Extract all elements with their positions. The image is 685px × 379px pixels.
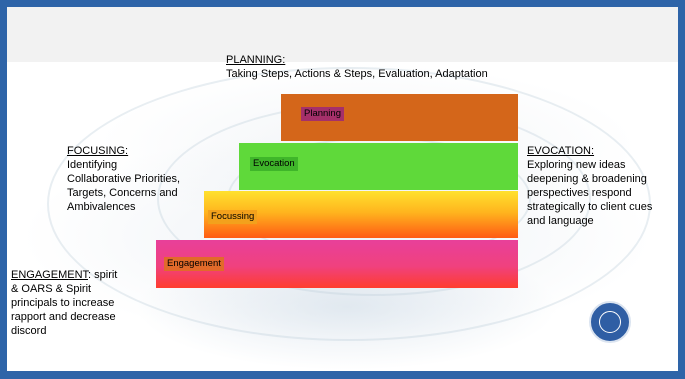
engagement-line: principals to increase — [11, 297, 115, 309]
evocation-line: perspectives respond — [527, 187, 632, 199]
focussing-step-label: Focussing — [208, 210, 258, 224]
engagement-heading-rest: : spirit — [88, 269, 118, 281]
planning-step: Planning — [281, 94, 518, 141]
planning-heading: PLANNING: — [226, 54, 286, 66]
engagement-text: ENGAGEMENT: spirit & OARS & Spirit princ… — [11, 268, 136, 338]
engagement-line: discord — [11, 325, 47, 337]
water-ripple — [47, 67, 651, 341]
focusing-line: Targets, Concerns and — [67, 187, 178, 199]
evocation-step: Evocation — [239, 143, 518, 190]
title-band — [7, 7, 678, 62]
engagement-step-label: Engagement — [164, 257, 224, 271]
university-seal-icon — [589, 301, 631, 343]
planning-step-label: Planning — [301, 107, 344, 121]
planning-text: PLANNING: Taking Steps, Actions & Steps,… — [226, 53, 556, 81]
engagement-heading-line: ENGAGEMENT: spirit — [11, 268, 136, 282]
engagement-heading: ENGAGEMENT — [11, 269, 89, 281]
focusing-text: FOCUSING: Identifying Collaborative Prio… — [67, 144, 207, 214]
engagement-line: & OARS & Spirit — [11, 283, 92, 295]
evocation-step-label: Evocation — [250, 157, 298, 171]
seal-inner-ring — [599, 311, 621, 333]
planning-description: Taking Steps, Actions & Steps, Evaluatio… — [226, 68, 488, 80]
evocation-heading: EVOCATION: — [527, 145, 595, 157]
engagement-line: rapport and decrease — [11, 311, 116, 323]
focusing-line: Identifying — [67, 159, 118, 171]
engagement-step: Engagement — [156, 240, 518, 288]
slide: PLANNING: Taking Steps, Actions & Steps,… — [7, 7, 678, 371]
focusing-line: Collaborative Priorities, — [67, 173, 181, 185]
evocation-line: Exploring new ideas — [527, 159, 626, 171]
focussing-step: Focussing — [204, 191, 518, 238]
evocation-text: EVOCATION: Exploring new ideas deepening… — [527, 144, 677, 228]
evocation-line: deepening & broadening — [527, 173, 647, 185]
focusing-line: Ambivalences — [67, 201, 136, 213]
evocation-line: and language — [527, 215, 594, 227]
focusing-heading: FOCUSING: — [67, 145, 129, 157]
evocation-line: strategically to client cues — [527, 201, 653, 213]
